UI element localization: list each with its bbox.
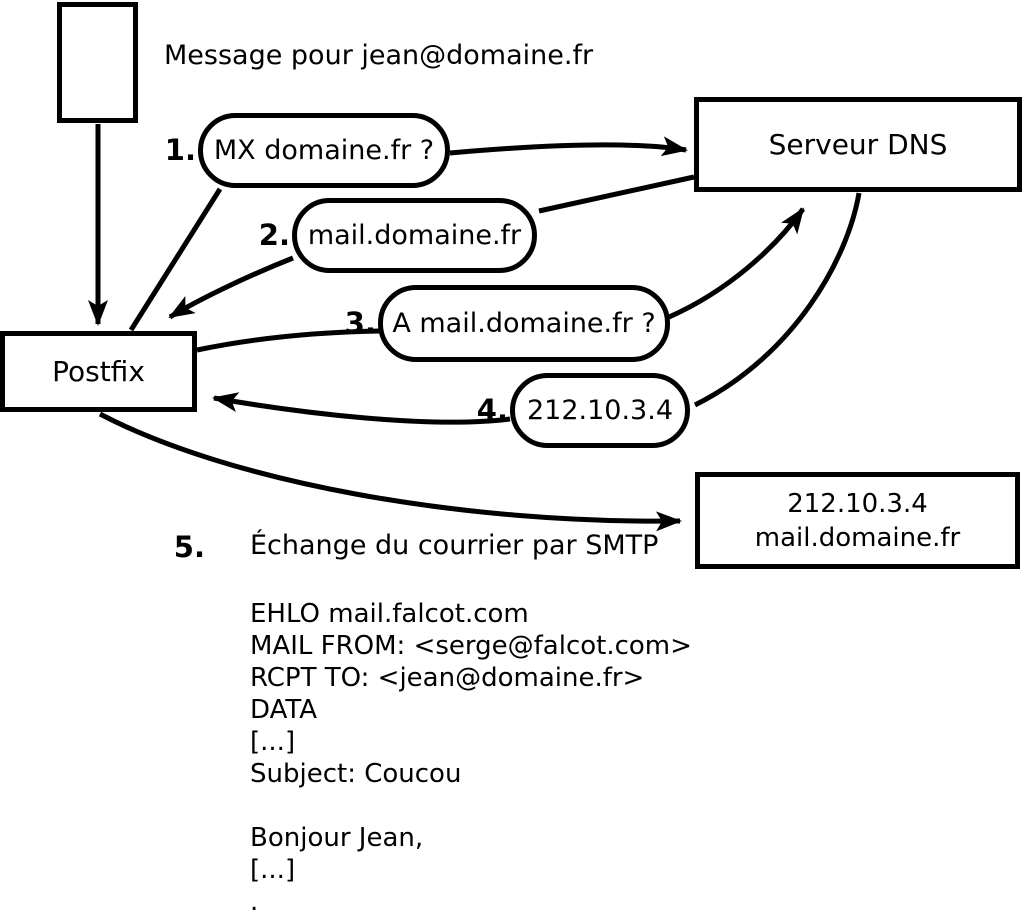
arrow-postfix-to-mail-server [98, 411, 682, 532]
message-box [57, 2, 138, 123]
message-title: Message pour jean@domaine.fr [164, 40, 594, 71]
postfix-label: Postfix [52, 355, 145, 388]
mail-server-hostname: mail.domaine.fr [754, 522, 961, 553]
line-postfix-to-mx-query [128, 187, 223, 332]
arrow-mx-response-to-postfix [168, 255, 294, 320]
smtp-line-greeting: Bonjour Jean, [250, 823, 424, 853]
smtp-line-ellipsis-1: [...] [250, 727, 296, 757]
line-postfix-to-a-query [196, 328, 381, 353]
smtp-line-rcpt-to: RCPT TO: <jean@domaine.fr> [250, 663, 645, 693]
smtp-line-ehlo: EHLO mail.falcot.com [250, 599, 529, 629]
step2-number: 2. [258, 218, 290, 252]
step2-mx-response-label: mail.domaine.fr [307, 220, 522, 251]
step3-a-query-label: A mail.domaine.fr ? [392, 308, 656, 339]
mail-server-ip: 212.10.3.4 [787, 488, 928, 519]
smtp-line-subject: Subject: Coucou [250, 759, 462, 789]
mail-server-box: 212.10.3.4 mail.domaine.fr [695, 472, 1020, 569]
step1-mx-query-label: MX domaine.fr ? [213, 135, 435, 166]
step4-number: 4. [476, 393, 508, 427]
smtp-line-data: DATA [250, 695, 317, 725]
arrow-a-response-to-postfix [212, 392, 511, 425]
arrow-mx-query-to-dns [449, 136, 688, 157]
arrow-a-query-to-dns [667, 207, 806, 320]
smtp-transcript: EHLO mail.falcot.com MAIL FROM: <serge@f… [250, 598, 692, 918]
step1-mx-query-pill: MX domaine.fr ? [198, 113, 450, 188]
smtp-line-end-dot: . [250, 887, 259, 917]
step1-number: 1. [164, 133, 196, 167]
step5-smtp-exchange-label: Échange du courrier par SMTP [250, 530, 659, 561]
line-dns-to-mx-response [538, 174, 695, 214]
step4-a-response-pill: 212.10.3.4 [510, 373, 690, 448]
line-dns-to-a-response [693, 192, 862, 408]
step4-a-response-label: 212.10.3.4 [527, 395, 673, 426]
smtp-line-ellipsis-2: [...] [250, 855, 296, 885]
step5-number: 5. [173, 530, 205, 564]
step3-number: 3. [344, 306, 376, 340]
dns-server-box: Serveur DNS [694, 97, 1022, 192]
smtp-line-blank [250, 790, 692, 822]
step3-a-query-pill: A mail.domaine.fr ? [378, 285, 670, 362]
dns-server-label: Serveur DNS [768, 128, 948, 161]
postfix-box: Postfix [0, 331, 197, 412]
step2-mx-response-pill: mail.domaine.fr [292, 198, 537, 273]
smtp-line-mail-from: MAIL FROM: <serge@falcot.com> [250, 631, 692, 661]
